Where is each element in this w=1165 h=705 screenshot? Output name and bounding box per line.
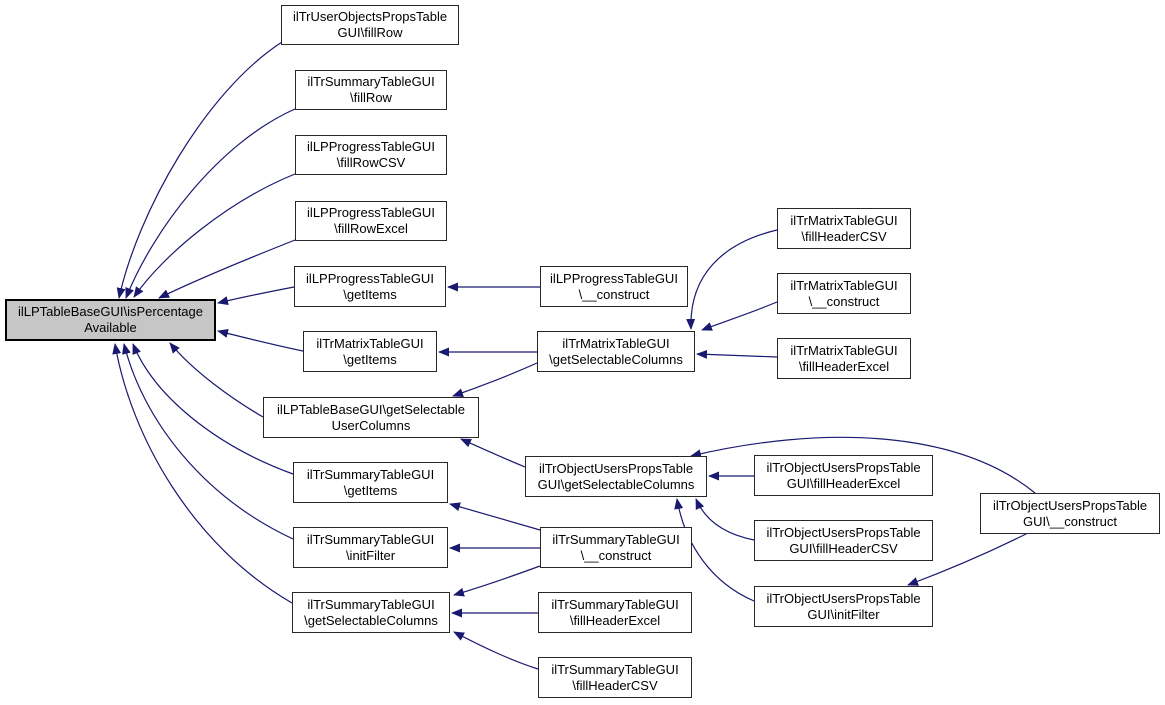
edge-iltrobjectusersprops-construct-to-iltrobjectusersprops-getselectablecolumns — [690, 436, 1036, 494]
node-label-line: ilTrSummaryTableGUI — [307, 596, 435, 612]
node-label-line: ilTrSummaryTableGUI — [306, 466, 435, 482]
edge-iltrsummary-construct-to-iltrsummary-getselectablecolumns — [453, 565, 541, 597]
node-label-line: \fillHeaderCSV — [801, 228, 887, 244]
edge-iltrsummary-construct-to-iltrsummary-getitems — [449, 502, 541, 531]
edge-iltruserobjectsprops-fillrow-to-illptablebase-ispercentageavailable — [116, 41, 283, 299]
node-label-line: ilTrMatrixTableGUI — [790, 342, 898, 358]
node-label-line: \__construct — [578, 286, 650, 302]
node-label-line: ilTrObjectUsersPropsTable — [766, 590, 921, 606]
node-iltrmatrix-construct[interactable]: ilTrMatrixTableGUI\__construct — [777, 273, 911, 314]
node-label-line: ilTrMatrixTableGUI — [790, 277, 898, 293]
node-iltrsummary-getselectablecolumns[interactable]: ilTrSummaryTableGUI\getSelectableColumns — [292, 592, 450, 633]
node-label-line: GUI\__construct — [1023, 513, 1117, 529]
node-label-line: GUI\fillRow — [337, 25, 403, 40]
node-label-line: GUI\fillHeaderExcel — [786, 475, 901, 491]
edge-iltrsummary-fillheadercsv-to-iltrsummary-getselectablecolumns — [453, 631, 539, 670]
node-label-line: ilLPProgressTableGUI — [550, 270, 678, 286]
node-label-line: \fillRowExcel — [334, 221, 408, 236]
node-label-line: GUI\initFilter — [807, 606, 880, 622]
node-label-line: \initFilter — [345, 547, 396, 563]
node-label-line: ilTrUserObjectsPropsTable — [292, 9, 448, 24]
node-label-line: Available — [84, 320, 137, 335]
node-illpprogress-construct[interactable]: ilLPProgressTableGUI\__construct — [540, 266, 688, 307]
node-iltrmatrix-getitems[interactable]: ilTrMatrixTableGUI\getItems — [303, 331, 437, 372]
node-iltrsummary-fillheadercsv[interactable]: ilTrSummaryTableGUI\fillHeaderCSV — [538, 657, 692, 698]
node-label-line: \__construct — [808, 293, 880, 309]
node-label-line: GUI\getSelectableColumns — [537, 476, 695, 492]
node-iltrmatrix-fillheadercsv[interactable]: ilTrMatrixTableGUI\fillHeaderCSV — [777, 208, 911, 249]
node-label-line: ilTrSummaryTableGUI — [551, 661, 679, 677]
node-label-line: UserColumns — [331, 417, 411, 433]
edge-iltrmatrix-getselectablecolumns-to-illptablebase-getselectableusercolumns — [452, 362, 538, 397]
edge-iltrmatrix-fillheaderexcel-to-iltrmatrix-getselectablecolumns — [696, 349, 778, 359]
node-iltrsummary-fillrow[interactable]: ilTrSummaryTableGUI\fillRow — [295, 70, 447, 110]
node-iltrsummary-initfilter[interactable]: ilTrSummaryTableGUI\initFilter — [293, 527, 448, 568]
edge-iltrobjectusersprops-getselectablecolumns-to-illptablebase-getselectableusercolumns — [460, 438, 526, 468]
edge-illpprogress-fillrowcsv-to-illptablebase-ispercentageavailable — [133, 173, 296, 298]
node-label-line: \fillRow — [350, 90, 392, 105]
node-label-line: ilTrSummaryTableGUI — [552, 531, 680, 547]
edge-illptablebase-getselectableusercolumns-to-illptablebase-ispercentageavailable — [169, 342, 264, 418]
node-label-line: \getItems — [343, 286, 397, 302]
node-label-line: ilLPProgressTableGUI — [307, 139, 435, 154]
node-label-line: \fillHeaderExcel — [569, 612, 661, 628]
edge-iltrmatrix-fillheadercsv-to-iltrmatrix-getselectablecolumns — [686, 229, 778, 330]
node-iltrsummary-fillheaderexcel[interactable]: ilTrSummaryTableGUI\fillHeaderExcel — [538, 592, 692, 633]
edge-iltrmatrix-construct-to-iltrmatrix-getselectablecolumns — [701, 301, 778, 331]
node-illpprogress-fillrowcsv[interactable]: ilLPProgressTableGUI\fillRowCSV — [295, 135, 447, 175]
edge-illpprogress-fillrowexcel-to-illptablebase-ispercentageavailable — [158, 239, 296, 299]
node-label-line: \getItems — [343, 351, 397, 367]
node-label-line: ilTrObjectUsersPropsTable — [766, 459, 921, 475]
node-label-line: ilTrObjectUsersPropsTable — [992, 497, 1148, 513]
node-label-line: ilTrObjectUsersPropsTable — [766, 524, 921, 540]
edge-iltrsummary-initfilter-to-illptablebase-ispercentageavailable — [122, 343, 294, 540]
node-label-line: \__construct — [580, 547, 652, 563]
edge-iltrobjectusersprops-fillheadercsv-to-iltrobjectusersprops-getselectablecolumns — [695, 498, 755, 541]
node-label-line: ilTrMatrixTableGUI — [790, 212, 898, 228]
edge-iltrsummary-getselectablecolumns-to-illptablebase-ispercentageavailable — [112, 343, 293, 604]
node-label-line: ilLPProgressTableGUI — [306, 270, 434, 286]
node-label-line: ilLPProgressTableGUI — [307, 205, 435, 220]
node-illpprogress-fillrowexcel[interactable]: ilLPProgressTableGUI\fillRowExcel — [295, 201, 447, 241]
node-iltrsummary-getitems[interactable]: ilTrSummaryTableGUI\getItems — [293, 462, 448, 503]
edge-iltrobjectusersprops-initfilter-to-iltrobjectusersprops-getselectablecolumns — [674, 498, 755, 602]
node-iltrmatrix-getselectablecolumns[interactable]: ilTrMatrixTableGUI\getSelectableColumns — [537, 331, 695, 372]
node-label-line: \fillHeaderCSV — [572, 677, 658, 693]
node-label-line: ilTrMatrixTableGUI — [562, 335, 670, 351]
node-illpprogress-getitems[interactable]: ilLPProgressTableGUI\getItems — [294, 266, 446, 307]
node-label-line: ilLPTableBaseGUI\isPercentage — [18, 304, 203, 319]
edge-iltrsummary-getitems-to-illptablebase-ispercentageavailable — [132, 343, 294, 475]
node-iltrsummary-construct[interactable]: ilTrSummaryTableGUI\__construct — [540, 527, 692, 568]
node-label-line: \getItems — [343, 482, 398, 498]
node-label-line: ilTrSummaryTableGUI — [307, 74, 435, 89]
node-label-line: \fillRowCSV — [336, 155, 406, 170]
node-label-line: \getSelectableColumns — [304, 612, 438, 628]
node-label-line: ilTrMatrixTableGUI — [316, 335, 424, 351]
node-label-line: ilTrSummaryTableGUI — [306, 531, 435, 547]
node-iltrmatrix-fillheaderexcel[interactable]: ilTrMatrixTableGUI\fillHeaderExcel — [777, 338, 911, 379]
edge-iltrmatrix-getitems-to-illptablebase-ispercentageavailable — [217, 329, 304, 352]
edge-iltrsummary-fillrow-to-illptablebase-ispercentageavailable — [125, 108, 296, 299]
node-label-line: ilTrObjectUsersPropsTable — [538, 460, 694, 476]
node-label-line: \fillHeaderExcel — [798, 358, 890, 374]
node-label-line: GUI\fillHeaderCSV — [789, 540, 898, 556]
node-label-line: ilTrSummaryTableGUI — [551, 596, 679, 612]
node-label-line: \getSelectableColumns — [549, 351, 683, 367]
node-label-line: ilLPTableBaseGUI\getSelectable — [277, 401, 465, 417]
edge-iltrobjectusersprops-construct-to-iltrobjectusersprops-initfilter — [907, 531, 1031, 586]
edge-illpprogress-getitems-to-illptablebase-ispercentageavailable — [217, 286, 295, 306]
